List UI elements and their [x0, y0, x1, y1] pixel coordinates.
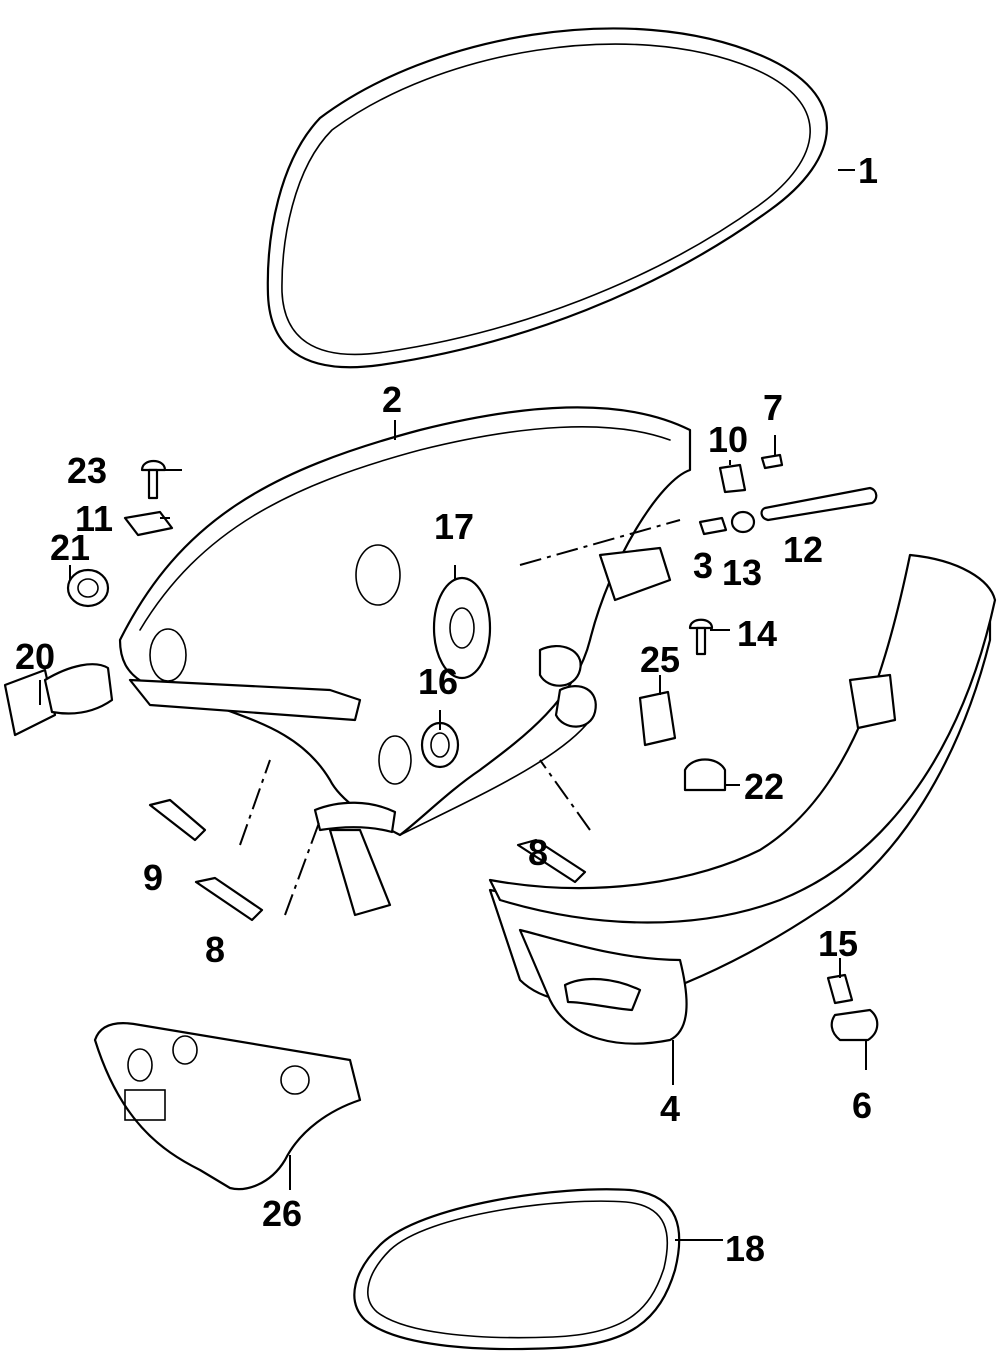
part-15-screw [826, 973, 854, 1005]
part-1-top-seal [266, 27, 828, 369]
part-25-bracket [638, 690, 677, 747]
callout-13: 13 [722, 552, 762, 593]
callout-14: 14 [737, 613, 777, 654]
part-16-grommet [420, 721, 460, 769]
callout-21: 21 [50, 527, 90, 568]
callout-6: 6 [852, 1085, 872, 1126]
callout-17: 17 [434, 506, 474, 547]
part-2-top-cowling [118, 406, 692, 917]
part-12-rod [760, 486, 878, 522]
callout-11: 11 [75, 498, 113, 539]
callout-10: 10 [708, 419, 748, 460]
part-6-knob [830, 1008, 879, 1042]
callout-20: 20 [15, 636, 55, 677]
callout-18: 18 [725, 1228, 765, 1269]
part-22-bumper [683, 758, 727, 792]
part-26-lower-bracket [93, 1022, 362, 1191]
part-20-damper [3, 663, 114, 737]
callout-4: 4 [660, 1088, 680, 1129]
callout-12: 12 [783, 529, 823, 570]
callout-2: 2 [382, 379, 402, 420]
callout-26: 26 [262, 1193, 302, 1234]
part-4-bottom-cowling [488, 553, 997, 1045]
callout-labels: 1 2 3 4 6 7 8 8 9 10 11 12 13 14 15 16 1… [15, 150, 878, 1269]
part-9-bolt [148, 798, 207, 842]
callout-8-left: 8 [205, 929, 225, 970]
callout-3: 3 [693, 545, 713, 586]
callout-22: 22 [744, 766, 784, 807]
callout-16: 16 [418, 661, 458, 702]
callout-8-right: 8 [528, 832, 548, 873]
part-3-bolt [698, 516, 728, 536]
callout-9: 9 [143, 857, 163, 898]
part-17-washer [432, 576, 492, 680]
part-10-clip [718, 463, 747, 494]
part-21-grommet [66, 568, 110, 608]
part-18-bottom-seal [353, 1188, 681, 1351]
callout-23: 23 [67, 450, 107, 491]
part-11-clip-nut [123, 510, 174, 537]
callout-15: 15 [818, 923, 858, 964]
callout-1: 1 [858, 150, 878, 191]
part-7-screw [760, 453, 784, 470]
part-13-nut [730, 510, 756, 534]
callout-7: 7 [763, 387, 783, 428]
part-14-screw [688, 618, 714, 656]
part-8-bolt-left [194, 876, 264, 922]
leader-lines [39, 169, 867, 1241]
callout-25: 25 [640, 639, 680, 680]
part-23-screw [140, 459, 167, 500]
part-8-bolt-right [516, 838, 587, 884]
